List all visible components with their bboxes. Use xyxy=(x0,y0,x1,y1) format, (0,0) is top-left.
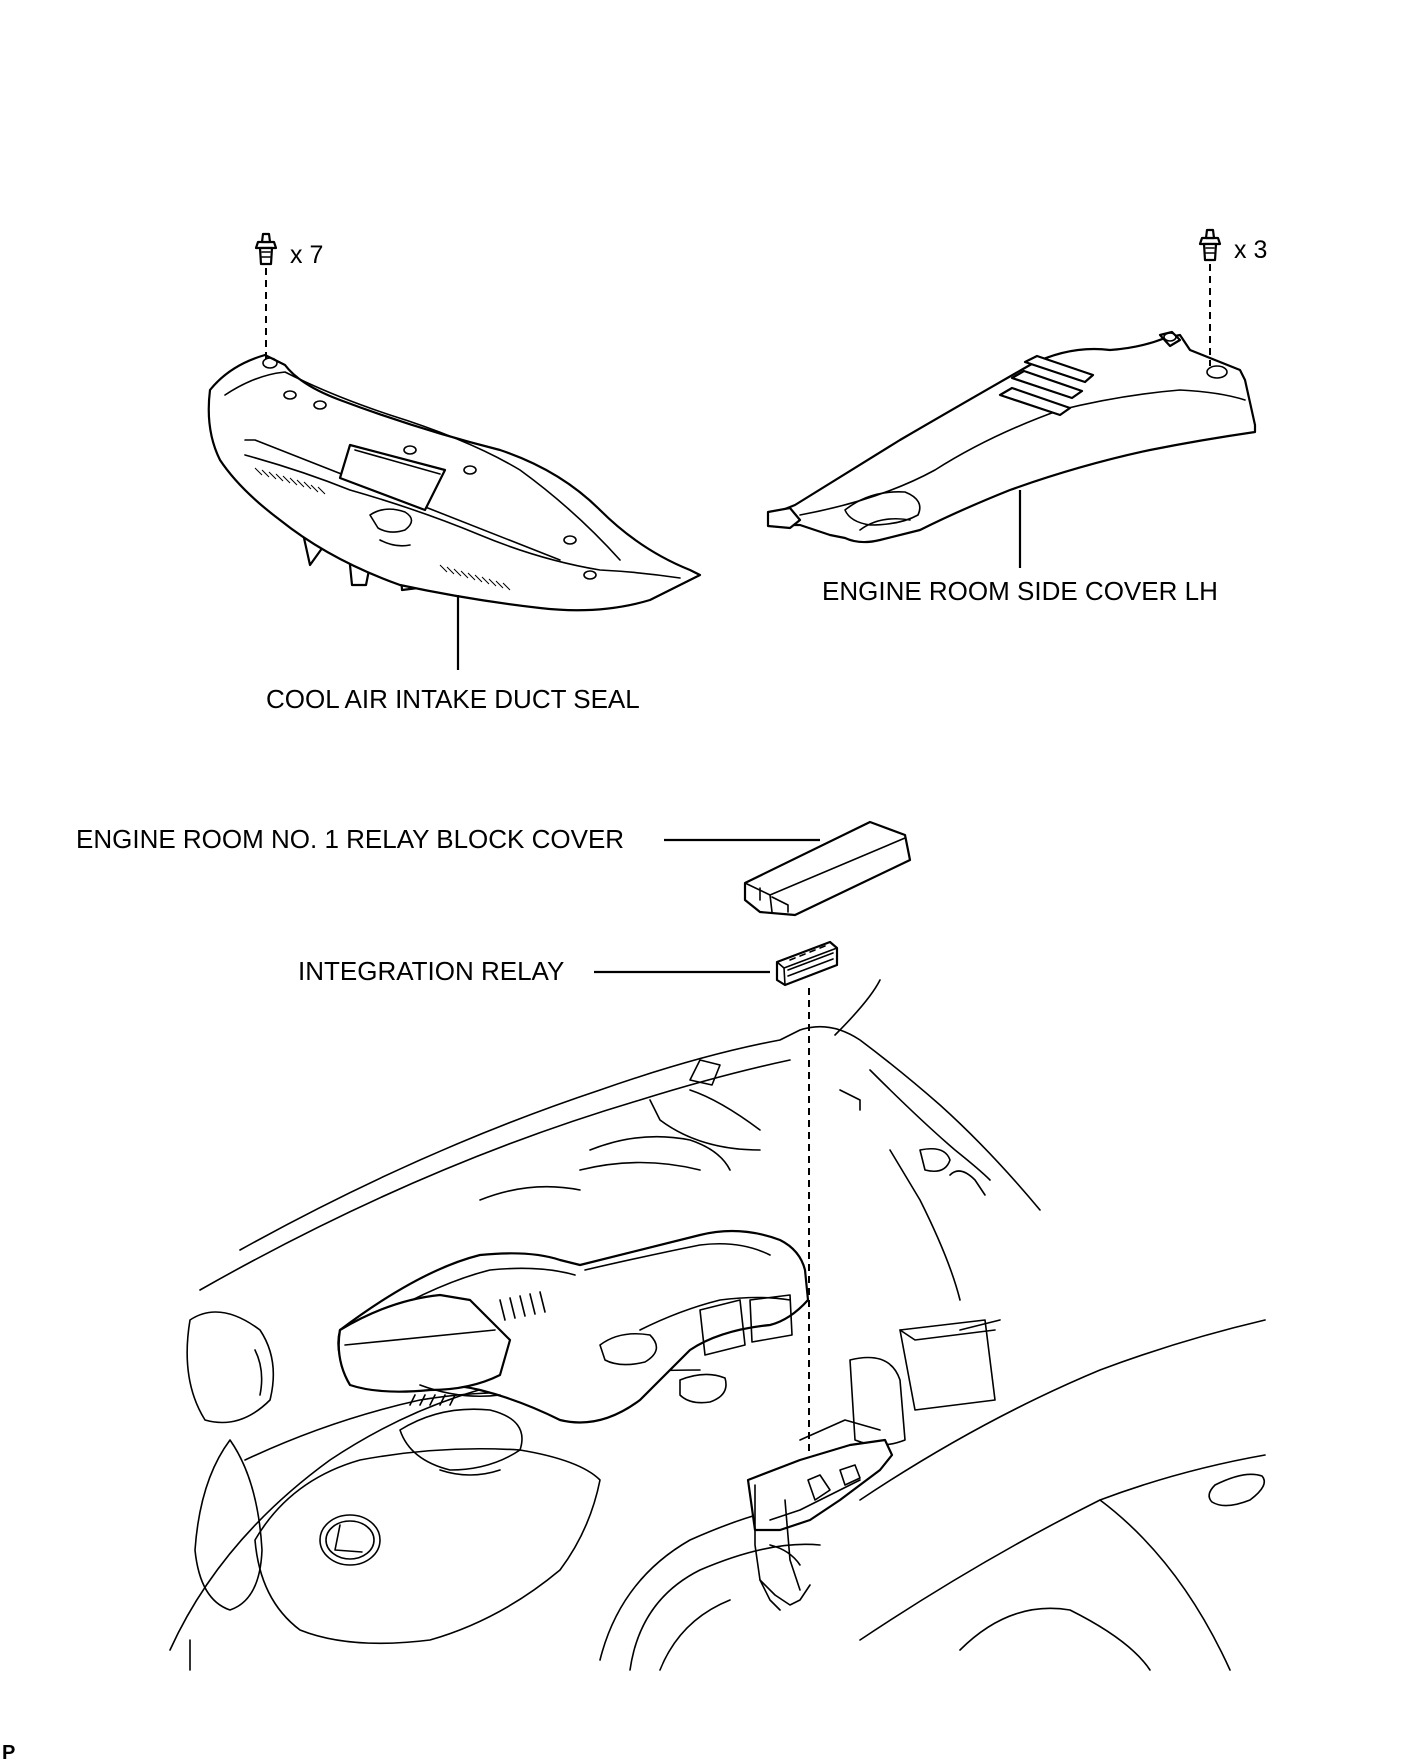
relay-block-cover-part xyxy=(743,820,912,917)
duct-seal-clip-group: x 7 xyxy=(254,232,323,362)
duct-seal-clip-qty: x 7 xyxy=(290,241,323,269)
engine-room-side-cover-lh-part xyxy=(766,330,1257,544)
side-cover-clip-group: x 3 xyxy=(1198,228,1267,366)
relay-block-cover-label: ENGINE ROOM NO. 1 RELAY BLOCK COVER xyxy=(76,824,624,854)
push-clip-icon xyxy=(1198,228,1222,262)
engine-room-side-cover-lh-label: ENGINE ROOM SIDE COVER LH xyxy=(822,576,1218,606)
vehicle-engine-bay-illustration xyxy=(169,979,1266,1671)
emblem-icon xyxy=(319,1514,381,1566)
integration-relay-part xyxy=(775,940,839,987)
corner-mark: P xyxy=(2,1742,15,1763)
cool-air-intake-duct-seal-part xyxy=(207,353,702,612)
side-cover-clip-qty: x 3 xyxy=(1234,236,1267,264)
cool-air-intake-duct-seal-label: COOL AIR INTAKE DUCT SEAL xyxy=(266,684,640,714)
integration-relay-label: INTEGRATION RELAY xyxy=(298,956,564,986)
push-clip-icon xyxy=(254,232,278,266)
